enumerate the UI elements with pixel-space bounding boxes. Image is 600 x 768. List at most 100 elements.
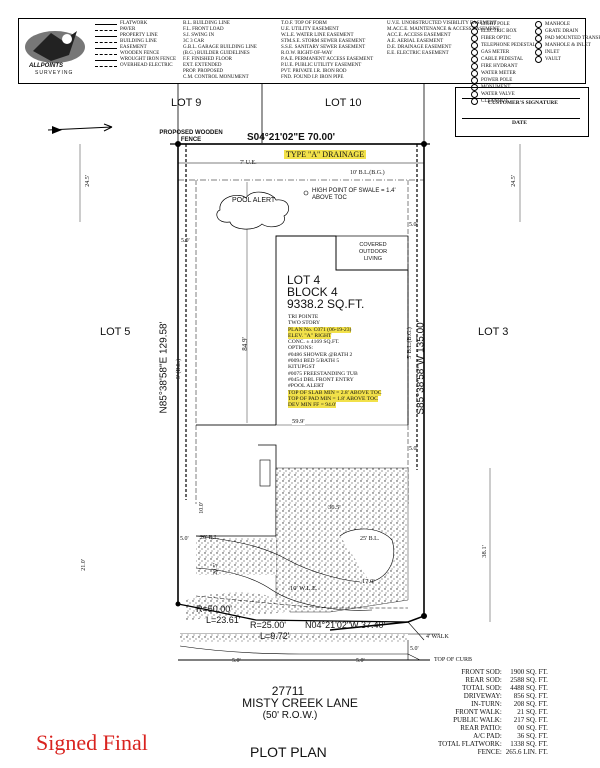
quantity-row: IN-TURN:208 SQ. FT. bbox=[436, 700, 550, 708]
quantity-row: TOTAL SOD:4488 SQ. FT. bbox=[436, 684, 550, 692]
dim-25: 25' B.L. bbox=[360, 536, 380, 542]
quantity-row: FRONT WALK: 21 SQ. FT. bbox=[436, 708, 550, 716]
legend-symbol-item: VAULT bbox=[535, 56, 600, 63]
legend-abbr-item: EXT. EXTENDED bbox=[183, 63, 222, 68]
plan-note-line: PLAN No. C071 (06-19-23) bbox=[288, 326, 352, 333]
legend-abbr-item: U.V.E. UNOBSTRUCTED VISIBILITY EASEMENT bbox=[387, 21, 497, 26]
top-of-curb: TOP OF CURB bbox=[434, 657, 473, 663]
legend-abbr-item: D.E. DRAINAGE EASEMENT bbox=[387, 45, 452, 50]
legend-abbr-item: ACC.E. ACCESS EASEMENT bbox=[387, 33, 451, 38]
quantity-row: A/C PAD: 36 SQ. FT. bbox=[436, 732, 550, 740]
quantity-label: FRONT WALK: bbox=[455, 708, 502, 716]
legend-symbol-item: FIBER OPTIC bbox=[471, 35, 536, 42]
curve-1: R=50.00' bbox=[196, 604, 232, 614]
legend-symbol-icon bbox=[471, 77, 478, 84]
legend-symbol-item: MANHOLE & INLET bbox=[535, 42, 600, 49]
bl-left: 5' (B.L.) bbox=[176, 358, 183, 380]
legend-line-item: FLATWORK bbox=[95, 21, 185, 27]
legend-symbol-item: GAS METER bbox=[471, 49, 536, 56]
quantity-value: 265.6 LIN. FT. bbox=[505, 748, 548, 756]
lot-area: 9338.2 SQ.FT. bbox=[287, 297, 365, 311]
signature-box[interactable]: CUSTOMER'S SIGNATURE DATE bbox=[455, 87, 589, 137]
plan-note-line: ELEV. "A" RIGHT bbox=[288, 332, 332, 340]
customer-signature-label: CUSTOMER'S SIGNATURE bbox=[488, 100, 558, 106]
dim-38: 38.1' bbox=[480, 545, 488, 558]
legend-symbol-icon bbox=[471, 28, 478, 35]
lot-number: LOT 4 bbox=[287, 273, 321, 287]
address-street: MISTY CREEK LANE bbox=[242, 696, 358, 710]
legend-symbol-icon bbox=[535, 56, 542, 63]
legend-abbr-item: B.L. BUILDING LINE bbox=[183, 21, 230, 26]
legend-symbol-item: TELEPHONE PEDESTAL bbox=[471, 42, 536, 49]
legend-abbr-item: R.O.W. RIGHT-OF-WAY bbox=[281, 51, 333, 56]
covered-outdoor-label: COVERED OUTDOOR LIVING bbox=[358, 242, 388, 262]
legend-abbr-item: S.S.E. SANITARY SEWER EASEMENT bbox=[281, 45, 366, 50]
legend-symbol-icon bbox=[95, 23, 117, 25]
quantity-value: 36 SQ. FT. bbox=[517, 732, 548, 740]
curve-2: R=25.00' bbox=[250, 620, 286, 630]
quantity-label: DRIVEWAY: bbox=[463, 692, 502, 700]
dim-5-drive: 5.0' bbox=[180, 536, 189, 542]
dim-84: 84.9' bbox=[240, 337, 249, 351]
legend-symbol-icon bbox=[535, 49, 542, 56]
quantity-label: TOTAL FLATWORK: bbox=[438, 740, 502, 748]
bl-top-label: 10' B.L.(B.G.) bbox=[350, 170, 385, 176]
legend-symbol-icon bbox=[471, 56, 478, 63]
legend-symbol-item: LIGHT POLE bbox=[471, 21, 536, 28]
walk-label: 4' WALK bbox=[426, 634, 449, 640]
company-logo: ALLPOINTS SURVEYING bbox=[21, 21, 89, 79]
address-number: 27711 bbox=[271, 684, 305, 698]
quantity-label: FRONT SOD: bbox=[461, 668, 502, 676]
curve-1-length: L=23.61' bbox=[206, 615, 241, 625]
legend-line-item: WROUGHT IRON FENCE bbox=[95, 57, 185, 63]
legend-symbol-icon bbox=[471, 42, 478, 49]
legend-line-item: EASEMENT bbox=[95, 45, 185, 51]
dim-5-b1: 5.0' bbox=[410, 646, 419, 652]
legend-symbol-item: INLET bbox=[535, 49, 600, 56]
legend-symbol-item: MANHOLE bbox=[535, 21, 600, 28]
dim-5-right-lower: 5.0' bbox=[409, 446, 418, 452]
quantity-value: 00 SQ. FT. bbox=[517, 724, 548, 732]
dim-5-b3: 5.0' bbox=[356, 658, 365, 664]
quantity-row: FRONT SOD:1900 SQ. FT. bbox=[436, 668, 550, 676]
legend-symbol-icon bbox=[471, 35, 478, 42]
quantity-label: A/C PAD: bbox=[473, 732, 502, 740]
plan-note-line: TOP OF PAD MIN = 1.8' ABOVE TOC bbox=[288, 395, 378, 403]
legend-symbol-icon bbox=[535, 21, 542, 28]
dim-10: 10.0' bbox=[198, 502, 205, 514]
logo-name: ALLPOINTS bbox=[29, 63, 63, 69]
legend-line-item: PAVER bbox=[95, 27, 185, 33]
legend-abbr-item: U.E. UTILITY EASEMENT bbox=[281, 27, 339, 32]
quantities-table: FRONT SOD:1900 SQ. FT.REAR SOD:2588 SQ. … bbox=[436, 668, 550, 756]
dim-21: 21.0' bbox=[80, 559, 87, 571]
legend-abbr-item: E.E. ELECTRIC EASEMENT bbox=[387, 51, 449, 56]
legend-abbr-item: PVT. PRIVATE I.R. IRON ROD bbox=[281, 69, 347, 74]
quantity-value: 21 SQ. FT. bbox=[517, 708, 548, 716]
legend-symbol-icon bbox=[95, 41, 117, 43]
plan-note-line: TOP OF SLAB MIN = 2.8' ABOVE TOC bbox=[288, 389, 382, 396]
legend-abbr-item: M.ACC.E. MAINTENANCE & ACCESS EASEMENT bbox=[387, 27, 500, 32]
legend-symbol-icon bbox=[535, 35, 542, 42]
legend-symbol-item: POWER POLE bbox=[471, 77, 536, 84]
legend-symbol-icon bbox=[471, 63, 478, 70]
logo-sub: SURVEYING bbox=[35, 70, 74, 76]
legend-abbr-item: FND. FOUND I.P. IRON PIPE bbox=[281, 75, 344, 80]
quantity-row: DRIVEWAY:856 SQ. FT. bbox=[436, 692, 550, 700]
quantity-label: PUBLIC WALK: bbox=[453, 716, 502, 724]
plan-note-line: #0094 BED 5/BATH 5 bbox=[288, 358, 340, 365]
legend-symbol-icon bbox=[95, 59, 117, 61]
plan-note-line: DEV MIN FF = 94.0' bbox=[288, 402, 337, 409]
legend-symbol-icon bbox=[95, 65, 117, 67]
block-number: BLOCK 4 bbox=[287, 285, 338, 299]
lot-left: LOT 5 bbox=[100, 326, 131, 338]
legend-line-item: BUILDING LINE bbox=[95, 39, 185, 45]
quantity-value: 208 SQ. FT. bbox=[513, 700, 548, 708]
wle-label: 10' W.L.E. bbox=[290, 585, 318, 592]
legend-line-item: WOODEN FENCE bbox=[95, 51, 185, 57]
legend-symbol-icon bbox=[471, 70, 478, 77]
